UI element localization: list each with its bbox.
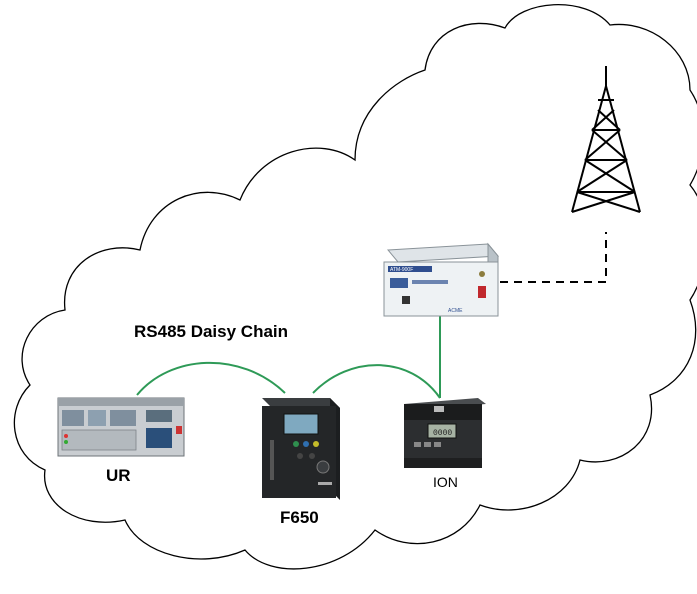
f650-relay-icon <box>262 398 340 500</box>
modem-brand-text: ACME <box>448 308 463 314</box>
modem-model-text: ATM-900F <box>390 267 413 273</box>
f650-label: F650 <box>280 508 319 527</box>
modem-icon: ATM-900F ACME <box>383 242 500 317</box>
chain-link-ur-f650 <box>136 361 286 396</box>
chain-link-f650-ion <box>312 364 441 399</box>
ion-meter-icon: 0000 <box>404 398 486 468</box>
cloud-outline <box>13 4 697 570</box>
ion-display-text: 0000 <box>433 429 452 438</box>
chain-label: RS485 Daisy Chain <box>134 322 289 341</box>
radio-link <box>500 232 607 283</box>
radio-tower-icon <box>571 66 641 213</box>
ion-label: ION <box>433 474 458 490</box>
ur-relay-icon <box>57 397 185 457</box>
ur-label: UR <box>106 466 131 485</box>
